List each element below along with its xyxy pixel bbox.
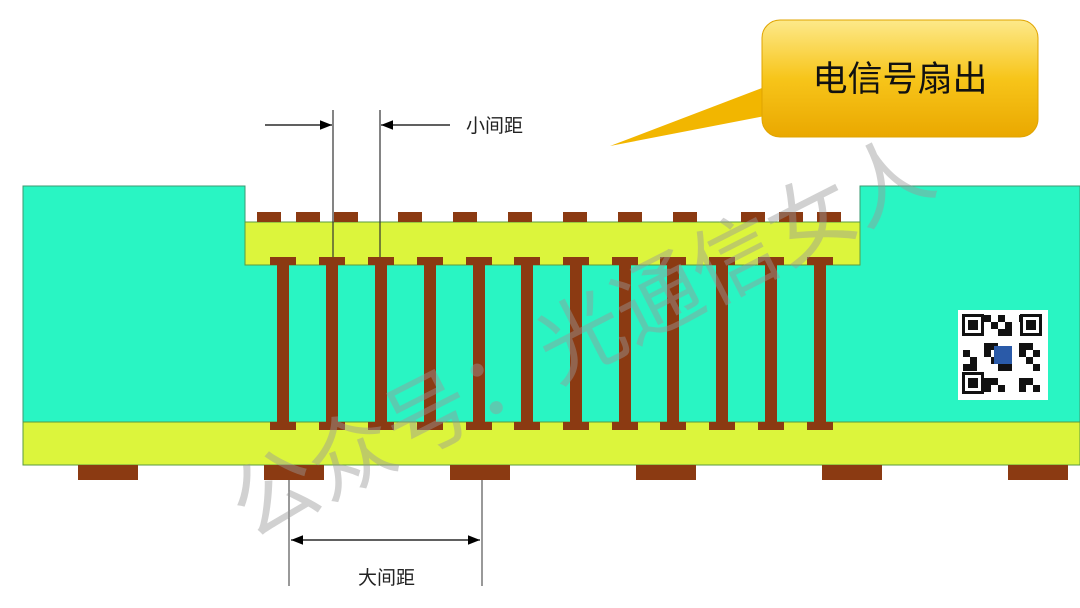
small-pitch-label: 小间距 xyxy=(466,115,523,137)
qr-module xyxy=(1026,343,1033,350)
qr-code xyxy=(958,310,1048,400)
callout-bubble: 电信号扇出 xyxy=(610,19,1039,146)
via-bottom-pad xyxy=(514,422,540,430)
top-pad xyxy=(618,212,642,222)
qr-module xyxy=(1026,378,1033,385)
via-top-pad xyxy=(563,257,589,265)
qr-module xyxy=(991,322,998,329)
qr-module xyxy=(1033,364,1040,371)
via-bottom-pad xyxy=(709,422,735,430)
via-bottom-pad xyxy=(368,422,394,430)
via-barrel xyxy=(521,265,533,422)
top-pad xyxy=(257,212,281,222)
via-barrel xyxy=(473,265,485,422)
via-bottom-pad xyxy=(807,422,833,430)
bottom-pad xyxy=(78,465,138,480)
qr-module xyxy=(998,315,1005,322)
qr-module xyxy=(1026,357,1033,364)
qr-module xyxy=(1019,343,1026,350)
via-barrel xyxy=(667,265,679,422)
top-pad xyxy=(453,212,477,222)
bottom-buildup-layer xyxy=(22,421,1080,466)
top-pads xyxy=(257,212,841,222)
qr-module xyxy=(1019,378,1026,385)
qr-logo xyxy=(994,346,1012,364)
small-pitch-dimension: 小间距 xyxy=(265,110,523,257)
via-bottom-pad xyxy=(612,422,638,430)
via-top-pad xyxy=(514,257,540,265)
qr-module xyxy=(998,364,1005,371)
top-pad xyxy=(296,212,320,222)
via-top-pad xyxy=(319,257,345,265)
top-pad xyxy=(779,212,803,222)
large-pitch-label: 大间距 xyxy=(358,567,415,589)
qr-finder xyxy=(968,320,978,330)
qr-finder xyxy=(1026,320,1036,330)
via-top-pad xyxy=(709,257,735,265)
callout-text: 电信号扇出 xyxy=(812,60,987,100)
top-pad xyxy=(334,212,358,222)
via-bottom-pad xyxy=(417,422,443,430)
qr-module xyxy=(970,364,977,371)
vias xyxy=(270,257,833,430)
via-bottom-pad xyxy=(270,422,296,430)
qr-module xyxy=(1033,385,1040,392)
qr-module xyxy=(1005,364,1012,371)
bottom-pad xyxy=(636,465,696,480)
qr-module xyxy=(970,357,977,364)
via-top-pad xyxy=(466,257,492,265)
via-top-pad xyxy=(270,257,296,265)
via-barrel xyxy=(716,265,728,422)
bottom-pad xyxy=(450,465,510,480)
via-top-pad xyxy=(368,257,394,265)
qr-module xyxy=(963,350,970,357)
qr-module xyxy=(984,315,991,322)
bottom-pads xyxy=(78,465,1068,480)
qr-module xyxy=(991,378,998,385)
via-barrel xyxy=(326,265,338,422)
via-barrel xyxy=(765,265,777,422)
via-bottom-pad xyxy=(563,422,589,430)
via-top-pad xyxy=(417,257,443,265)
via-barrel xyxy=(424,265,436,422)
via-bottom-pad xyxy=(466,422,492,430)
bottom-pad xyxy=(1008,465,1068,480)
qr-module xyxy=(984,350,991,357)
bottom-pad xyxy=(264,465,324,480)
via-barrel xyxy=(814,265,826,422)
qr-module xyxy=(1033,350,1040,357)
via-barrel xyxy=(277,265,289,422)
top-pad xyxy=(741,212,765,222)
qr-module xyxy=(1019,385,1026,392)
via-top-pad xyxy=(807,257,833,265)
via-barrel xyxy=(375,265,387,422)
top-pad xyxy=(508,212,532,222)
qr-module xyxy=(963,364,970,371)
via-top-pad xyxy=(612,257,638,265)
top-pad xyxy=(563,212,587,222)
top-pad xyxy=(398,212,422,222)
via-bottom-pad xyxy=(660,422,686,430)
via-top-pad xyxy=(758,257,784,265)
top-pad xyxy=(673,212,697,222)
via-bottom-pad xyxy=(319,422,345,430)
via-barrel xyxy=(570,265,582,422)
large-pitch-dimension: 大间距 xyxy=(288,480,483,589)
qr-module xyxy=(1005,329,1012,336)
qr-module xyxy=(984,378,991,385)
via-barrel xyxy=(619,265,631,422)
bottom-pad xyxy=(822,465,882,480)
qr-module xyxy=(984,343,991,350)
qr-finder xyxy=(968,378,978,388)
qr-module xyxy=(984,385,991,392)
via-bottom-pad xyxy=(758,422,784,430)
top-pad xyxy=(817,212,841,222)
qr-module xyxy=(1019,350,1026,357)
top-buildup-layer xyxy=(244,221,861,266)
qr-module xyxy=(1005,322,1012,329)
via-top-pad xyxy=(660,257,686,265)
qr-module xyxy=(998,385,1005,392)
qr-module xyxy=(998,329,1005,336)
